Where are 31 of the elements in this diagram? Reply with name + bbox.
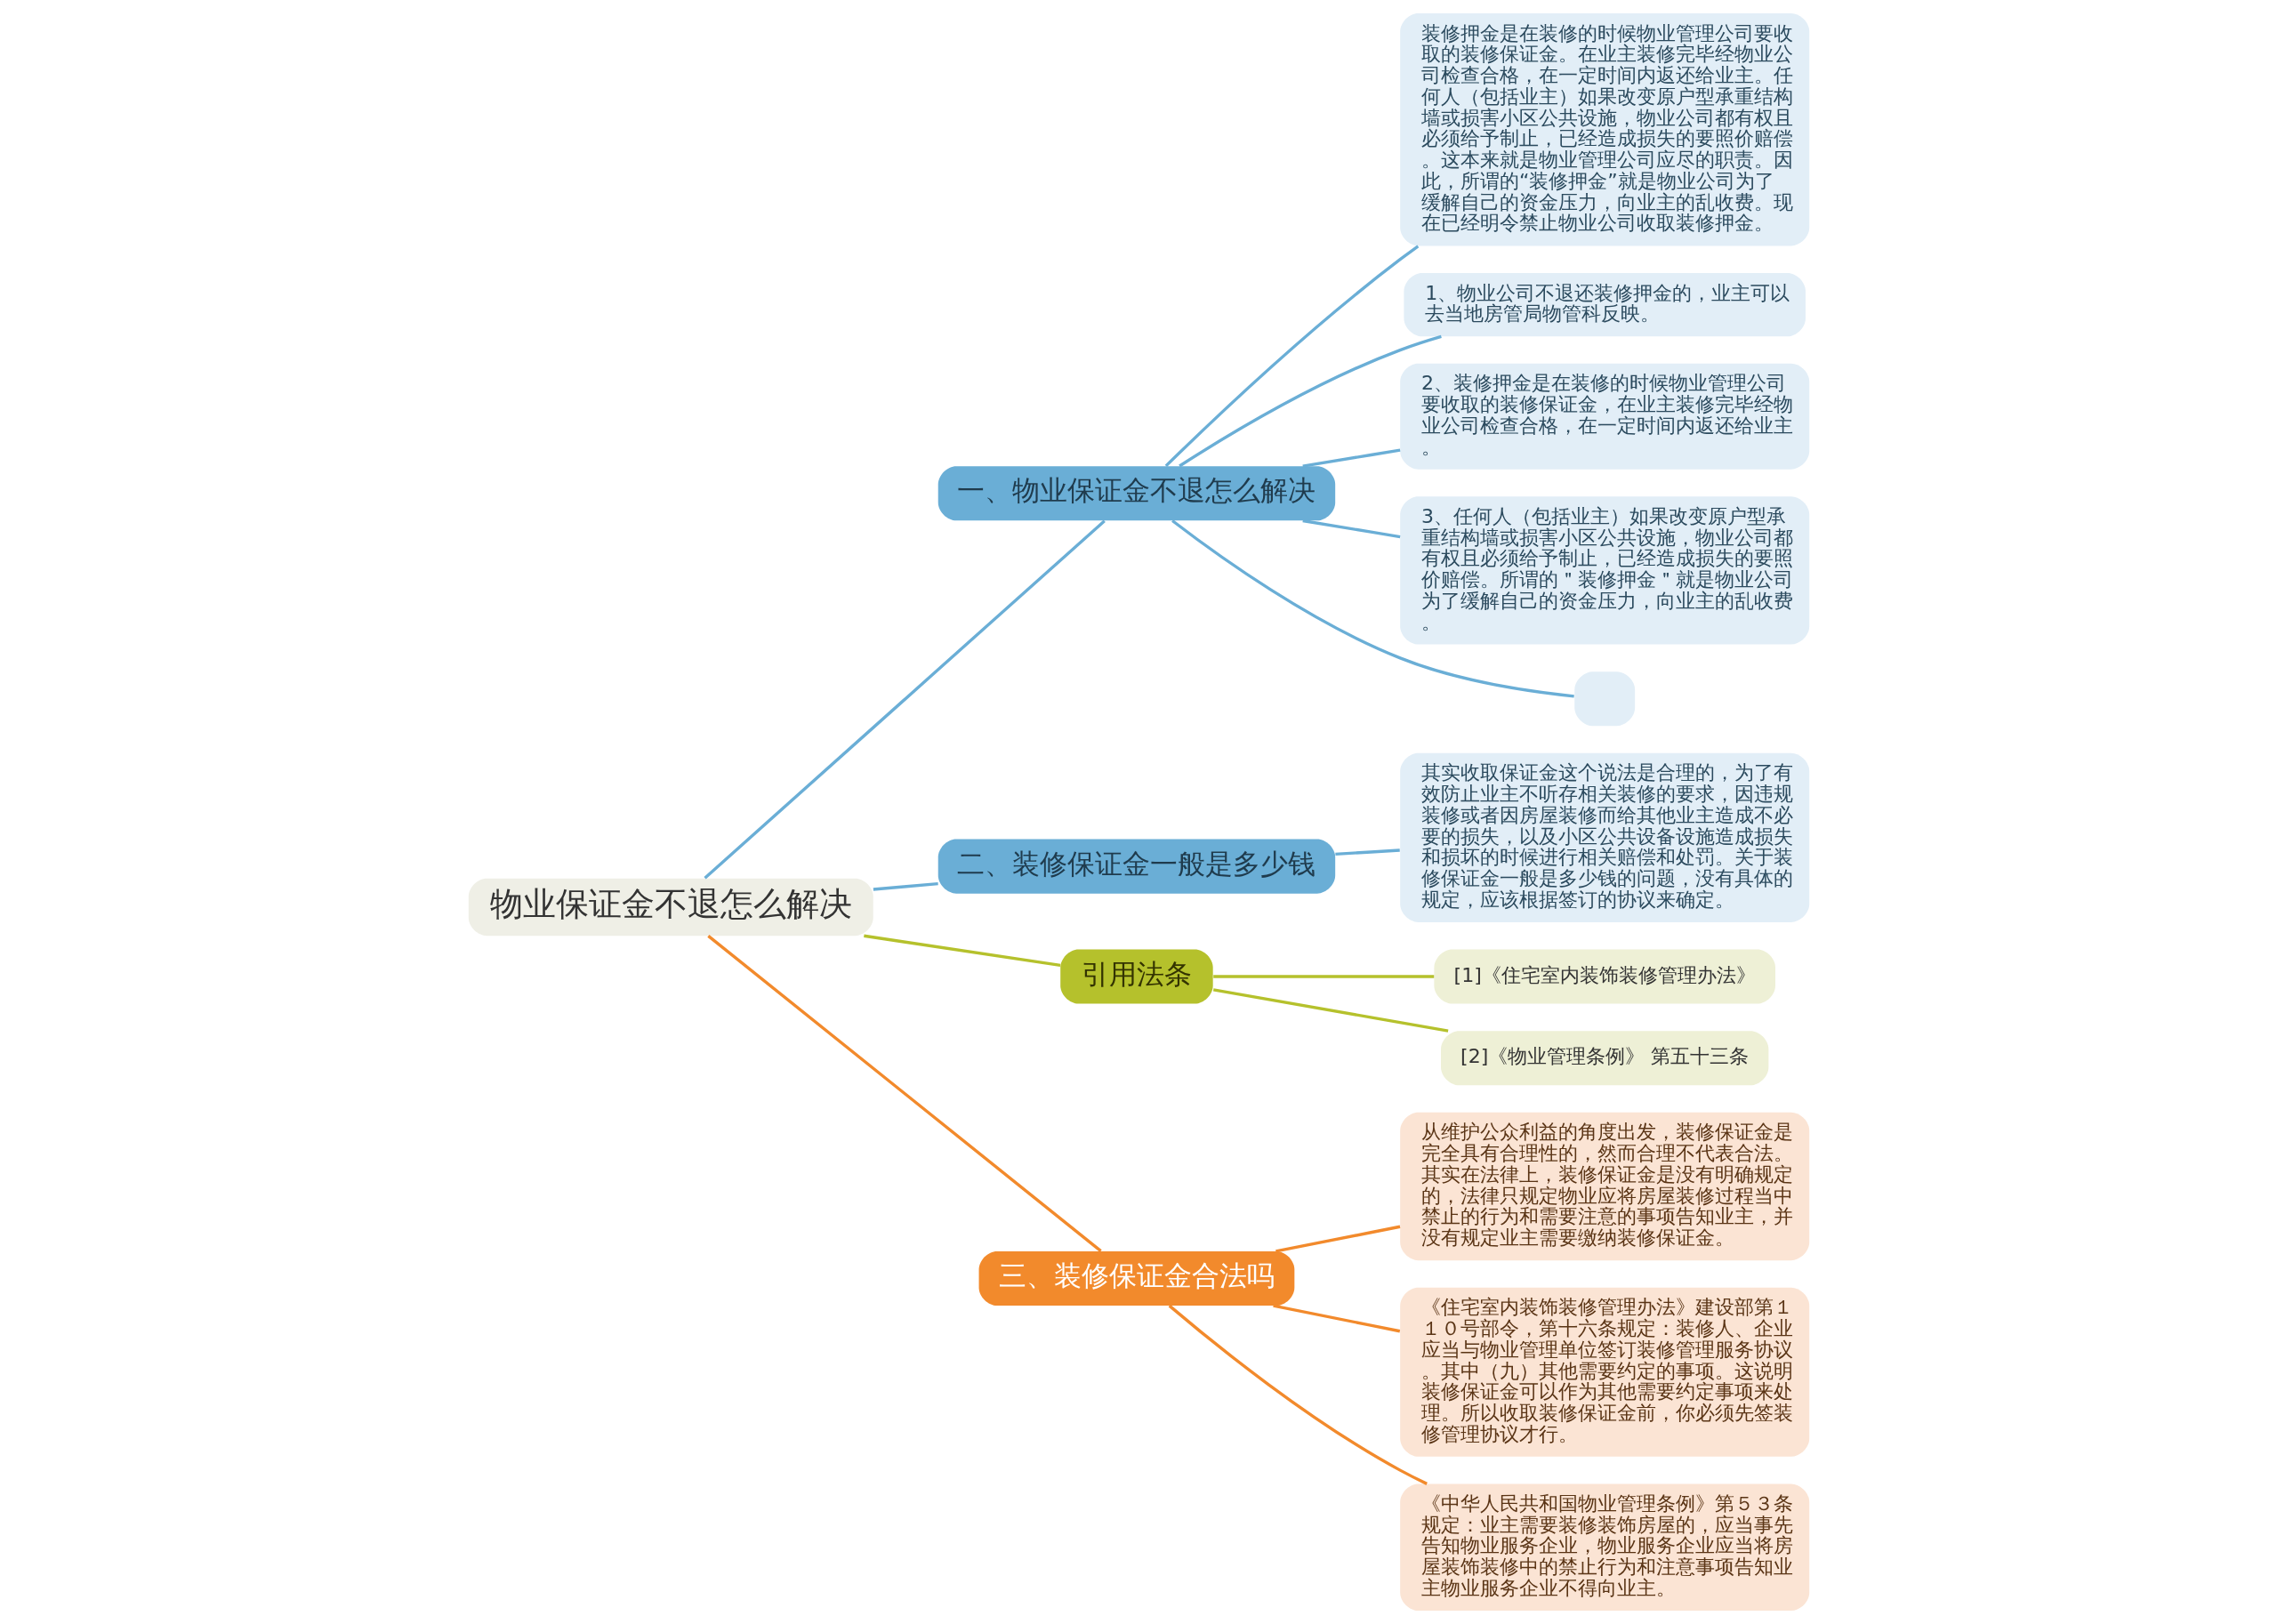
node-box: 装修押金是在装修的时候物业管理公司要收取的装修保证金。在业主装修完毕经物业公司检查合格，在一定时间内返还给业主。任何人（包括业主）如果改变原户型承重结构墙或损害小区公共设施，物业公司都有权且必须给予制止，已经造成损失的要照价赔偿。这本来就是物业管理公司应尽的职责。因此，所谓的“装修押金”就是物业公司为了缓解自己的资金压力，向业主的乱收费。现在已经明令禁止物业公司收取装修押金。	[1399, 13, 1809, 246]
node-box: 引用法条	[1059, 949, 1213, 1004]
node-box: 3、任何人（包括业主）如果改变原户型承重结构墙或损害小区公共设施，物业公司都有权且必须给予制止，已经造成损失的要照价赔偿。所谓的＂装修押金＂就是物业公司为了缓解自己的资金压力，向业主的乱收费。	[1399, 496, 1809, 645]
connector	[1164, 245, 1419, 468]
node-box: 其实收取保证金这个说法是合理的，为了有效防止业主不听存相关装修的要求，因违规装修或者因房屋装修而给其他业主造成不必要的损失，以及小区公共设备设施造成损失和损坏的时候进行相关赔偿和处罚。关于装修保证金一般是多少钱的问题，没有具体的规定，应该根据签订的协议来确定。	[1399, 752, 1809, 922]
connector	[863, 934, 1060, 968]
node-box: 1、物业公司不退还装修押金的，业主可以去当地房管局物管科反映。	[1403, 273, 1806, 337]
connector	[1212, 975, 1434, 978]
node-box	[1573, 671, 1635, 727]
node-box: [1]《住宅室内装饰装修管理办法》	[1433, 949, 1775, 1004]
connector	[1272, 1304, 1400, 1333]
connector	[1301, 519, 1400, 539]
connector	[703, 519, 1106, 880]
node-box: 物业保证金不退怎么解决	[468, 878, 873, 937]
connector	[1301, 448, 1400, 468]
node-box: 从维护公众利益的角度出发，装修保证金是完全具有合理性的，然而合理不代表合法。其实在法律上，装修保证金是没有明确规定的，法律只规定物业应将房屋装修过程当中禁止的行为和需要注意的事项告知业主，并没有规定业主需要缴纳装修保证金。	[1399, 1112, 1809, 1261]
node-box: 二、装修保证金一般是多少钱	[937, 839, 1335, 894]
connector	[1212, 988, 1448, 1033]
node-box: 2、装修押金是在装修的时候物业管理公司要收取的装修保证金，在业主装修完毕经物业公司检查合格，在一定时间内返还给业主。	[1399, 363, 1809, 470]
node-box: 《住宅室内装饰装修管理办法》建设部第１１０号部令，第十六条规定：装修人、企业应当与物业管理单位签订装修管理服务协议。其中（九）其他需要约定的事项。这说明装修保证金可以作为其他需要约定事项来处理。所以收取装修保证金前，你必须先签装修管理协议才行。	[1399, 1287, 1809, 1457]
connector	[1171, 519, 1574, 698]
connector	[1168, 1304, 1428, 1485]
node-box: 一、物业保证金不退怎么解决	[937, 466, 1335, 521]
node-box: [2]《物业管理条例》 第五十三条	[1440, 1031, 1768, 1086]
connector	[706, 935, 1102, 1252]
connector	[1334, 848, 1400, 856]
connector	[1178, 334, 1442, 468]
connector	[873, 881, 938, 891]
connector	[1275, 1225, 1400, 1253]
node-box: 《中华人民共和国物业管理条例》第５３条规定：业主需要装修装饰房屋的，应当事先告知物业服务企业，物业服务企业应当将房屋装饰装修中的禁止行为和注意事项告知业主物业服务企业不得向业主。	[1399, 1483, 1809, 1611]
node-box: 三、装修保证金合法吗	[978, 1251, 1294, 1306]
